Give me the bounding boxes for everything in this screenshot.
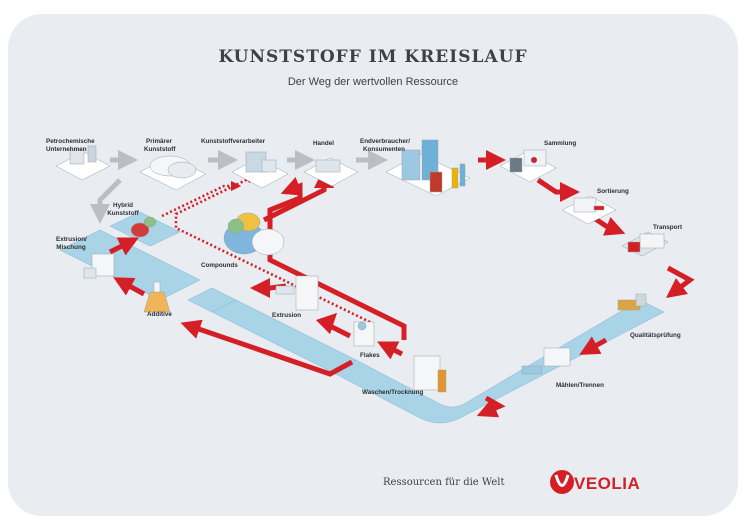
- label-waschen: Waschen/Trocknung: [362, 389, 424, 396]
- footer-slogan: Ressourcen für die Welt: [383, 477, 505, 488]
- hybrid-graphic: [130, 216, 157, 238]
- handel-graphic: [303, 157, 359, 187]
- endverbraucher-graphic: [385, 139, 471, 197]
- label-endverbraucher: Endverbraucher/ Konsumenten: [360, 138, 411, 153]
- mischung-graphic: [83, 253, 115, 279]
- primaer-graphic: [139, 155, 207, 191]
- arrow-to-verarbeiter: [267, 177, 407, 340]
- additive-graphic: [143, 281, 171, 313]
- petrochemie-graphic: [55, 145, 111, 181]
- arrow-sammlung-sortierung: [536, 177, 580, 202]
- dotted-arrows: [161, 172, 371, 324]
- sortierung-graphic: [561, 195, 617, 225]
- label-sortierung: Sortierung: [597, 188, 629, 195]
- stations-graphics: [55, 139, 669, 393]
- arrow-additive-mischung: [113, 277, 146, 297]
- label-maehlen: Mählen/Trennen: [556, 382, 604, 389]
- arrow-qualitaet-maehlen: [579, 336, 608, 355]
- label-petrochemie: Petrochemische Unternehmen: [46, 138, 95, 153]
- label-hybrid: Hybrid Kunststoff: [107, 202, 139, 217]
- veolia-logo-text: VEOLIA: [574, 474, 641, 493]
- dotted-flakes-verarbeiter: [174, 172, 371, 324]
- dotted-hybrid-verarbeiter: [161, 180, 242, 218]
- label-extrusion: Extrusion: [272, 312, 302, 319]
- waschen-graphic: [413, 355, 447, 393]
- maehlen-graphic: [521, 347, 571, 375]
- arrow-maehlen-waschen: [476, 395, 506, 418]
- label-handel: Handel: [313, 140, 334, 147]
- arrow-transport-qualitaet: [666, 265, 695, 298]
- label-primaer: Primärer Kunststoff: [144, 138, 176, 153]
- label-mischung: Extrusion/ Mischung: [56, 236, 87, 251]
- label-compounds: Compounds: [201, 262, 238, 269]
- extrusion-graphic: [275, 275, 319, 311]
- transport-graphic: [621, 231, 669, 257]
- sammlung-graphic: [499, 149, 557, 183]
- arrow-flakes-extrusion: [315, 312, 352, 339]
- arrow-primaer-hybrid: [90, 178, 122, 224]
- red-arrows: [108, 150, 695, 418]
- label-additive: Additive: [147, 311, 172, 318]
- page-title: KUNSTSTOFF IM KREISLAUF: [218, 47, 528, 67]
- flakes-graphic: [353, 321, 375, 347]
- label-transport: Transport: [653, 224, 683, 231]
- veolia-logo-icon: [550, 470, 574, 494]
- compounds-graphic: [223, 212, 285, 256]
- grey-arrows: [90, 150, 388, 224]
- arrow-waschen-flakes: [377, 341, 404, 360]
- verarbeiter-graphic: [231, 151, 289, 189]
- arrow-sortierung-transport: [592, 215, 626, 236]
- qualitaet-graphic: [617, 293, 647, 311]
- arrow-mischung-hybrid: [108, 237, 139, 256]
- label-qualitaet: Qualitätsprüfung: [630, 332, 681, 339]
- arrow-flakes-additive: [180, 319, 354, 377]
- page-subtitle: Der Weg der wertvollen Ressource: [287, 76, 459, 88]
- label-verarbeiter: Kunststoffverarbeiter: [201, 138, 266, 145]
- label-sammlung: Sammlung: [544, 140, 577, 147]
- label-flakes: Flakes: [360, 352, 380, 359]
